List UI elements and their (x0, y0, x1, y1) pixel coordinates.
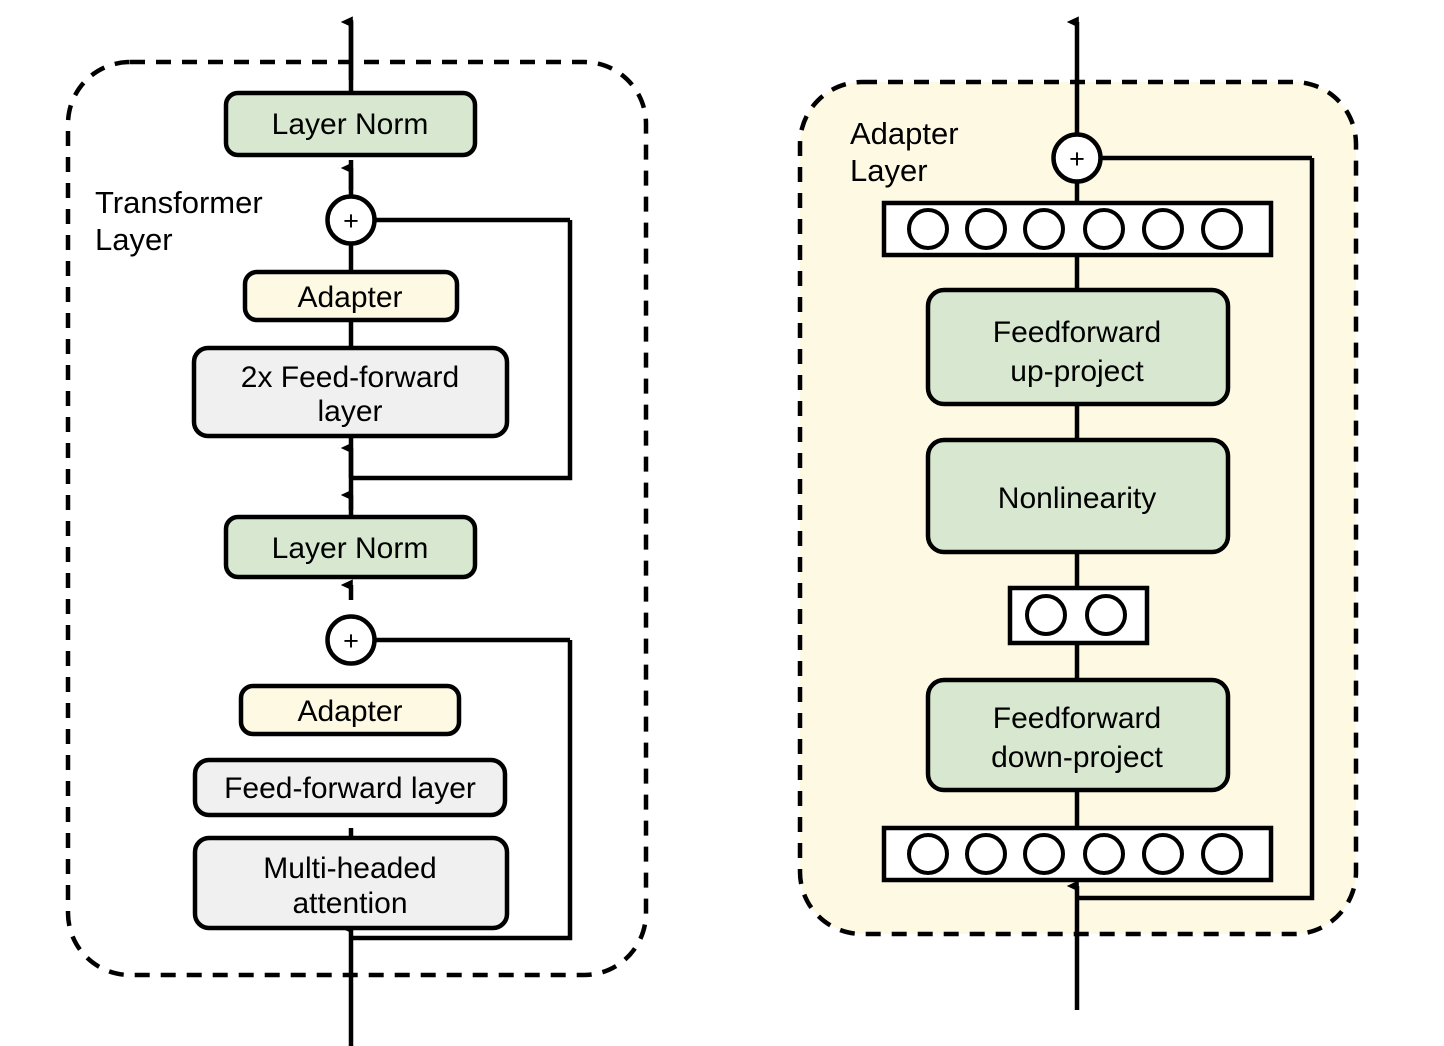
group-label-line2: Layer (850, 153, 928, 188)
transformer-layer-group-label: Transformer Layer (95, 185, 263, 257)
node-layer-norm-top: Layer Norm (223, 90, 478, 158)
node-label-line2: up-project (1010, 355, 1144, 388)
group-label-line1: Transformer (95, 185, 263, 220)
node-label: Adapter (297, 281, 402, 314)
node-add-top: + (325, 194, 377, 246)
node-feedforward-2x: 2x Feed-forward layer (191, 345, 510, 439)
node-label-line2: layer (317, 395, 382, 428)
node-adapter-bottom: Adapter (238, 683, 462, 737)
node-feedforward-layer: Feed-forward layer (192, 757, 508, 818)
node-label: Layer Norm (272, 108, 429, 141)
node-nonlinearity: Nonlinearity (925, 437, 1231, 555)
node-feedforward-up-project: Feedforward up-project (925, 287, 1231, 407)
node-multi-headed-attention: Multi-headed attention (192, 835, 510, 931)
node-label-line1: Feedforward (993, 316, 1161, 349)
node-label-line2: down-project (991, 741, 1163, 774)
node-label-line1: 2x Feed-forward (241, 361, 459, 394)
adapter-layer-group-label: Adapter Layer (850, 116, 959, 188)
node-layer-norm-mid: Layer Norm (223, 514, 478, 580)
node-label-line1: Multi-headed (263, 852, 436, 885)
node-label: Feed-forward layer (224, 772, 476, 805)
plus-symbol: + (343, 206, 359, 236)
node-label-line1: Feedforward (993, 702, 1161, 735)
plus-symbol: + (343, 626, 359, 656)
node-adapter-top: Adapter (242, 269, 460, 323)
node-feedforward-down-project: Feedforward down-project (925, 677, 1231, 793)
node-add-adapter: + (1051, 132, 1103, 184)
node-vector-bottom (881, 825, 1274, 883)
node-label: Nonlinearity (998, 482, 1156, 515)
node-label-line2: attention (292, 887, 407, 920)
node-vector-top (881, 200, 1274, 258)
group-label-line2: Layer (95, 222, 173, 257)
node-add-bottom: + (325, 614, 377, 666)
plus-symbol: + (1069, 144, 1085, 174)
node-label: Adapter (297, 695, 402, 728)
node-vector-bottleneck (1007, 585, 1150, 646)
node-label: Layer Norm (272, 532, 429, 565)
group-label-line1: Adapter (850, 116, 959, 151)
